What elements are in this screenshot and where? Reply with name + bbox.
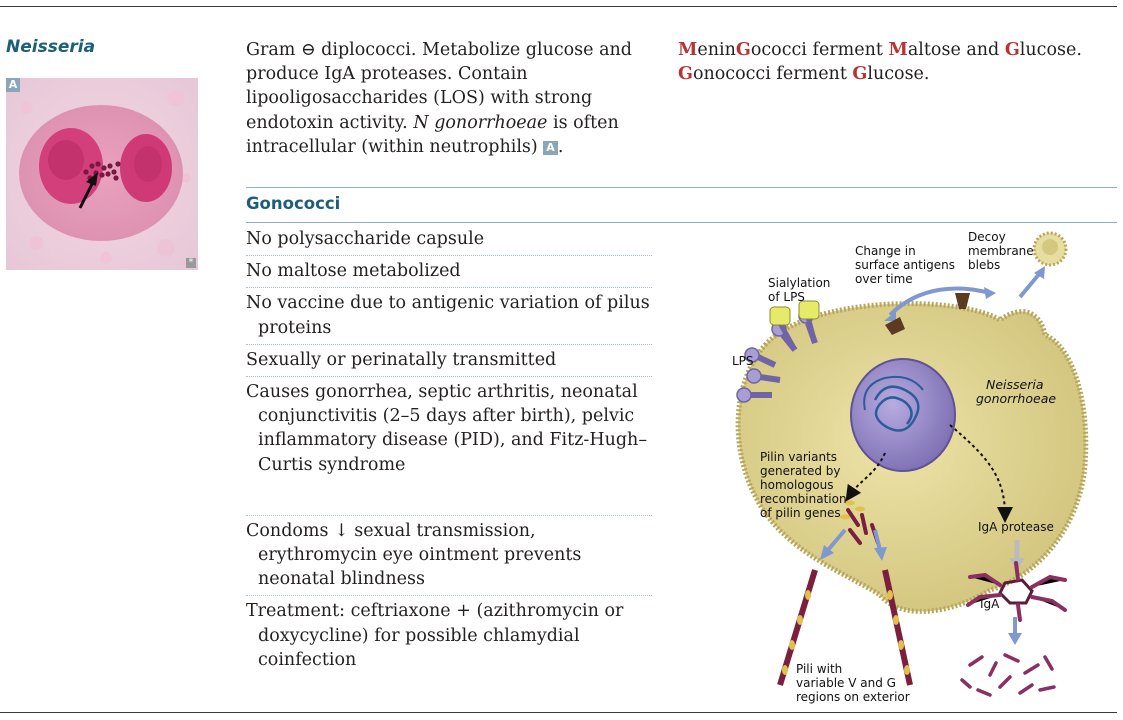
pilin-dotted-arrow <box>845 452 886 502</box>
label-pilin-3: homologous <box>760 478 833 492</box>
surface-antigen-1 <box>885 317 905 335</box>
intro-text-1: diplococci. Metabolize glucose and produ… <box>246 40 632 133</box>
pili-arrow-1 <box>826 528 847 552</box>
image-corner-mark: * <box>186 258 196 268</box>
pilin-ovals <box>840 500 865 520</box>
fact-text: No vaccine due to antigenic variation of… <box>246 293 650 338</box>
intro-end: . <box>557 136 564 157</box>
label-change-1: Change in <box>855 244 916 258</box>
mnemonic-box: MeninGococci ferment Maltose and Glucose… <box>678 38 1118 86</box>
label-change-3: over time <box>855 272 913 286</box>
fact-item: No polysaccharide capsule <box>246 224 652 257</box>
iga-antibody <box>966 561 1067 622</box>
label-iga-protease: IgA protease <box>978 520 1054 534</box>
cleavage-arrow-head <box>1008 633 1022 645</box>
bleb-arrow <box>1018 271 1042 299</box>
intro-species-italic: N gonorrhoeae <box>413 112 548 133</box>
mnemonic-text: ococci ferment <box>750 40 889 60</box>
label-pili-3: regions on exterior <box>796 690 910 704</box>
label-decoy-2: membrane <box>968 244 1034 258</box>
mnemonic-highlight-letter: G <box>678 64 693 85</box>
micrograph-drawing <box>6 78 198 270</box>
bottom-rule <box>0 712 1117 713</box>
fact-text: Treatment: ceftriaxone + (azithromycin o… <box>246 601 624 670</box>
inline-image-tag: A <box>543 140 558 155</box>
label-pili-1: Pili with <box>796 662 842 676</box>
diagram-svg: Change in surface antigens over time Dec… <box>732 230 1089 704</box>
pili-arrow-head-2 <box>874 547 887 561</box>
micrograph-image: A * <box>6 78 198 270</box>
nucleoid <box>850 358 956 472</box>
subsection-top-rule <box>246 187 1117 188</box>
subsection-bottom-rule <box>246 222 1117 223</box>
intro-text-2: is often intracellular (within neutrophi… <box>246 112 619 157</box>
dna-coil-2 <box>863 375 924 411</box>
intro-text: Gram ⊖ diplococci. Metabolize glucose an… <box>246 38 666 159</box>
dna-coil <box>873 385 920 432</box>
fact-text: No maltose metabolized <box>246 261 461 282</box>
label-lps: LPS <box>732 354 754 368</box>
mnemonic-text: onococci ferment <box>692 64 853 85</box>
label-decoy-1: Decoy <box>968 230 1006 244</box>
label-pilin-2: generated by <box>760 464 841 478</box>
label-pilin-4: recombination <box>760 492 847 506</box>
label-species-2: gonorrhoeae <box>976 391 1056 406</box>
fact-item: Treatment: ceftriaxone + (azithromycin o… <box>246 596 652 676</box>
subsection-title: Gonococci <box>246 194 341 213</box>
mnemonic-text: altose and <box>907 40 1005 60</box>
label-sialylation-1: Sialylation <box>768 276 830 290</box>
gonorrhoeae-diagram: Change in surface antigens over time Dec… <box>700 225 1120 710</box>
decoy-bleb-inner <box>1042 239 1058 255</box>
sialylated-lps-group <box>769 300 820 352</box>
section-title: Neisseria <box>6 37 96 57</box>
mnemonic-highlight-letter: M <box>888 40 908 60</box>
label-species-1: Neisseria <box>986 377 1044 392</box>
fact-item: Condoms ↓ sexual transmission, erythromy… <box>246 516 652 597</box>
mnemonic-text: lucose. <box>867 64 930 85</box>
antigen-arrow-head-1 <box>884 311 896 321</box>
pili-arrow-2 <box>873 529 882 551</box>
fact-text: Condoms ↓ sexual transmission, erythromy… <box>246 520 582 590</box>
surface-antigen-2 <box>955 293 970 309</box>
top-rule <box>0 6 1117 7</box>
image-tag-a: A <box>6 78 20 92</box>
intro-gram-prefix: Gram <box>246 40 301 60</box>
fact-item: No maltose metabolized <box>246 256 652 289</box>
mnemonic-highlight-letter: M <box>678 40 698 60</box>
pili-markers <box>782 590 910 675</box>
lps-group <box>736 308 818 403</box>
label-iga: IgA <box>980 597 1000 611</box>
antigen-arrow-head-2 <box>984 287 996 299</box>
label-pilin-5: of pilin genes <box>760 506 841 520</box>
fact-item: No vaccine due to antigenic variation of… <box>246 288 652 345</box>
mnemonic-highlight-letter: G <box>735 40 751 60</box>
fact-item: Causes gonorrhea, septic arthritis, neon… <box>246 377 652 516</box>
label-pili-2: variable V and G <box>796 676 896 690</box>
mnemonic-line-1: MeninGococci ferment Maltose and Glucose… <box>678 38 1118 62</box>
label-decoy-3: blebs <box>968 258 1000 272</box>
fact-text: Causes gonorrhea, septic arthritis, neon… <box>246 382 648 475</box>
mnemonic-text: enin <box>697 40 736 60</box>
label-pilin-1: Pilin variants <box>760 450 837 464</box>
mnemonic-highlight-letter: G <box>1004 40 1020 60</box>
fact-text: No polysaccharide capsule <box>246 229 485 249</box>
gram-negative-symbol: ⊖ <box>300 40 316 60</box>
label-change-2: surface antigens <box>855 258 955 272</box>
gonococci-facts-list: No polysaccharide capsule No maltose met… <box>246 224 652 676</box>
iga-fragments <box>960 653 1056 697</box>
intro-paragraph: Gram ⊖ diplococci. Metabolize glucose an… <box>246 38 666 159</box>
mnemonic-highlight-letter: G <box>852 64 868 85</box>
label-sialylation-2: of LPS <box>768 290 805 304</box>
fact-text: Sexually or perinatally transmitted <box>246 349 557 370</box>
protease-dotted-arrow <box>949 424 1013 523</box>
fact-item: Sexually or perinatally transmitted <box>246 345 652 378</box>
mnemonic-line-2: Gonococci ferment Glucose. <box>678 62 1118 86</box>
mnemonic-text: lucose. <box>1019 40 1082 60</box>
antigen-change-arrow <box>888 286 991 317</box>
bleb-arrow-head <box>1034 266 1045 279</box>
pili-arrow-head-1 <box>820 545 834 560</box>
